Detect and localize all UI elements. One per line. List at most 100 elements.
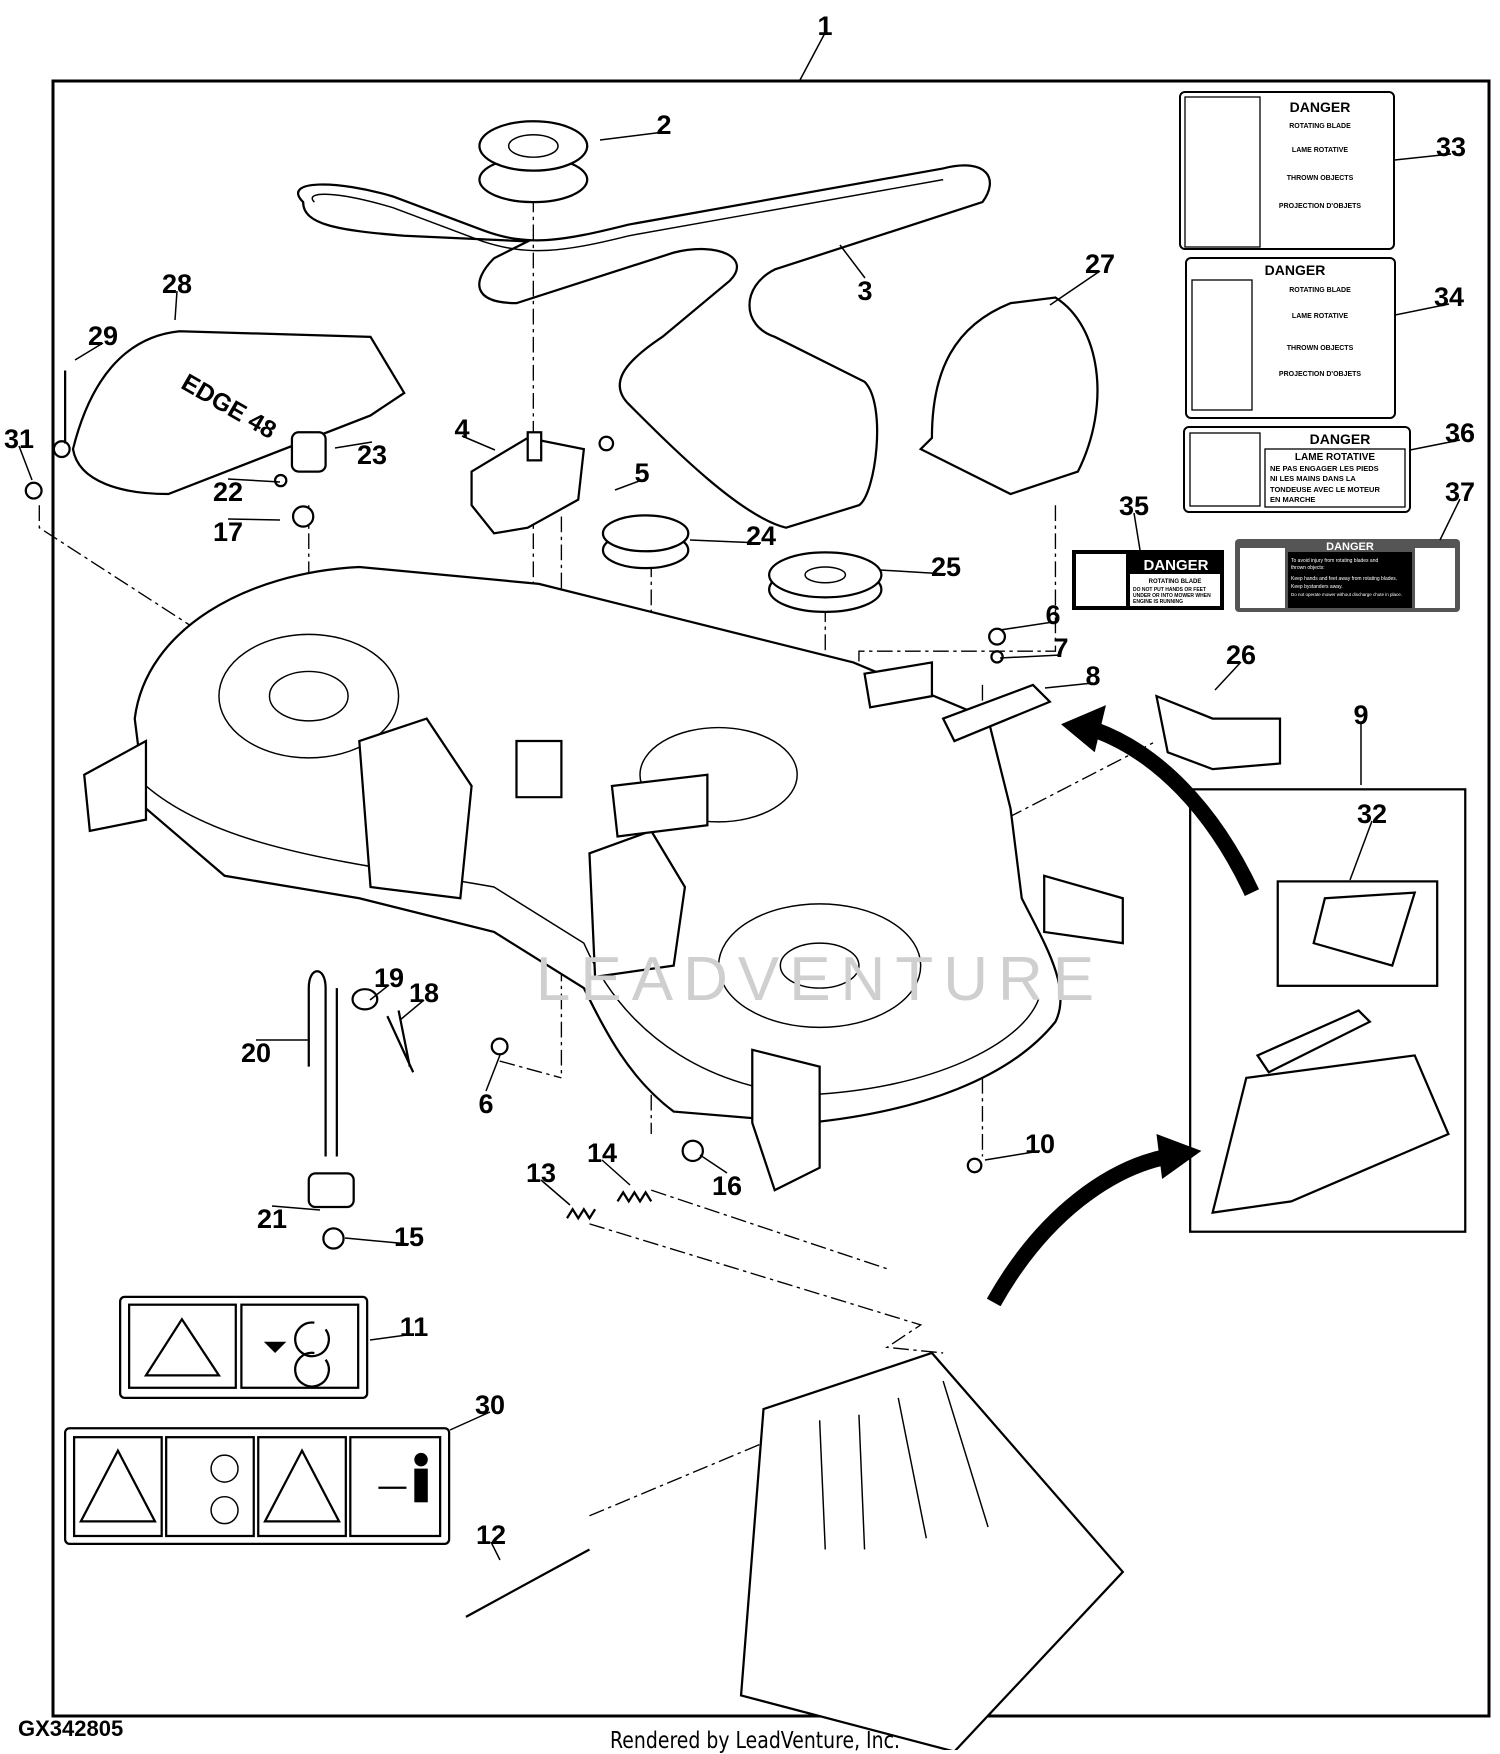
mulch-plate: [1211, 1054, 1450, 1214]
callout-9: 9: [1353, 700, 1368, 730]
callout-leader: [449, 1411, 491, 1431]
svg-text:ROTATING BLADE: ROTATING BLADE: [1289, 287, 1351, 294]
height-pin-20: [307, 970, 327, 1157]
callout-18: 18: [409, 978, 439, 1008]
callout-leader: [1049, 270, 1101, 306]
callout-24: 24: [746, 521, 776, 551]
callout-leader: [601, 1159, 631, 1186]
callout-leader: [344, 1237, 410, 1245]
spindle-housing-left: [218, 633, 400, 759]
nut-15: [322, 1227, 345, 1250]
bushing-21: [307, 1172, 355, 1209]
belt-cover-right: [918, 296, 1099, 496]
decal-37: DANGER To avoid injury from rotating bla…: [1235, 539, 1460, 612]
callout-27: 27: [1085, 249, 1115, 279]
callout-35: 35: [1119, 491, 1149, 521]
callout-leader: [1409, 439, 1461, 451]
callout-leader: [699, 1154, 728, 1174]
callout-23: 23: [357, 440, 387, 470]
watermark: LEADVENTURE: [536, 945, 1104, 1014]
callout-33: 33: [1436, 132, 1466, 162]
callout-leader: [399, 999, 425, 1021]
callout-leader: [1439, 498, 1461, 541]
callout-7: 7: [1053, 633, 1068, 663]
svg-text:ROTATING BLADE: ROTATING BLADE: [1289, 123, 1351, 130]
mulch-kit-box-9: [1189, 788, 1467, 1233]
svg-text:Keep hands and feet away from: Keep hands and feet away from rotating b…: [1291, 576, 1397, 582]
callout-leader: [799, 32, 826, 81]
spindle-housing-right: [717, 903, 922, 1029]
callout-leader: [227, 478, 281, 483]
parts: EDGE 48: [24, 120, 1467, 1750]
washer-19: [351, 988, 379, 1011]
callout-2: 2: [656, 110, 671, 140]
mower-deck: [133, 565, 1062, 1124]
callout-labels: 1234567891011121314151617181920212223242…: [4, 11, 1475, 1561]
callout-leader: [1349, 820, 1373, 881]
svg-text:EN MARCHE: EN MARCHE: [1270, 495, 1315, 504]
diagram-frame: [51, 79, 1491, 1718]
callout-3: 3: [857, 276, 872, 306]
svg-text:DANGER: DANGER: [1143, 557, 1208, 574]
callout-leader: [461, 435, 496, 451]
callout-4: 4: [454, 414, 469, 444]
callout-36: 36: [1445, 418, 1475, 448]
belt-cover-left: [71, 330, 406, 496]
callout-6: 6: [1045, 600, 1060, 630]
callout-20: 20: [241, 1038, 271, 1068]
drive-belt: [297, 164, 991, 529]
svg-text:ROTATING BLADE: ROTATING BLADE: [1149, 579, 1202, 585]
callout-leader: [689, 539, 762, 544]
callout-19: 19: [374, 963, 404, 993]
arrow-icon: [986, 1148, 1170, 1307]
callout-1: 1: [817, 11, 832, 41]
callout-22: 22: [213, 477, 243, 507]
spring-14: [616, 1190, 653, 1204]
svg-text:DANGER: DANGER: [1290, 99, 1351, 115]
callout-6: 6: [478, 1089, 493, 1119]
discharge-chute: [739, 1351, 1125, 1750]
callout-14: 14: [587, 1138, 617, 1168]
callout-leader: [74, 342, 104, 361]
svg-text:thrown objects:: thrown objects:: [1291, 565, 1325, 571]
svg-text:PROJECTION D'OBJETS: PROJECTION D'OBJETS: [1279, 371, 1362, 378]
callout-leader: [999, 654, 1062, 659]
diagram-code: GX342805: [18, 1716, 124, 1741]
callout-5: 5: [634, 458, 649, 488]
callout-31: 31: [4, 424, 34, 454]
callout-30: 30: [475, 1390, 505, 1420]
svg-text:DANGER: DANGER: [1326, 541, 1374, 553]
svg-text:TONDEUSE AVEC LE MOTEUR: TONDEUSE AVEC LE MOTEUR: [1270, 485, 1380, 494]
callout-leader: [999, 621, 1054, 631]
svg-text:PROJECTION D'OBJETS: PROJECTION D'OBJETS: [1279, 203, 1362, 210]
callout-29: 29: [88, 321, 118, 351]
svg-text:LAME ROTATIVE: LAME ROTATIVE: [1292, 147, 1348, 154]
callout-leader: [227, 518, 281, 521]
svg-text:THROWN OBJECTS: THROWN OBJECTS: [1287, 345, 1354, 352]
svg-text:NE PAS ENGAGER LES PIEDS: NE PAS ENGAGER LES PIEDS: [1270, 464, 1379, 473]
rod-12: [465, 1548, 591, 1618]
decal-32: [1276, 880, 1439, 987]
decal-35: DANGER ROTATING BLADE DO NOT PUT HANDS O…: [1072, 550, 1224, 610]
callout-11: 11: [400, 1312, 429, 1342]
footer-credit: Rendered by LeadVenture, Inc.: [610, 1728, 900, 1754]
spindle-23: [290, 431, 327, 473]
svg-text:THROWN OBJECTS: THROWN OBJECTS: [1287, 175, 1354, 182]
callout-28: 28: [162, 269, 192, 299]
callout-leader: [1133, 512, 1141, 551]
callout-34: 34: [1434, 282, 1464, 312]
callout-leader: [485, 1054, 501, 1092]
callout-21: 21: [257, 1204, 287, 1234]
callout-leader: [839, 244, 866, 279]
callout-leader: [879, 569, 947, 575]
callout-16: 16: [712, 1171, 742, 1201]
warning-triangle-icon: [263, 1448, 341, 1523]
svg-text:Keep bystanders away.: Keep bystanders away.: [1291, 584, 1343, 590]
decal-30: [63, 1427, 451, 1545]
callout-leader: [1394, 153, 1452, 161]
callout-37: 37: [1445, 477, 1475, 507]
arrow-icon: [1091, 722, 1260, 896]
callout-leader: [174, 290, 178, 321]
svg-text:LAME ROTATIVE: LAME ROTATIVE: [1295, 452, 1376, 463]
